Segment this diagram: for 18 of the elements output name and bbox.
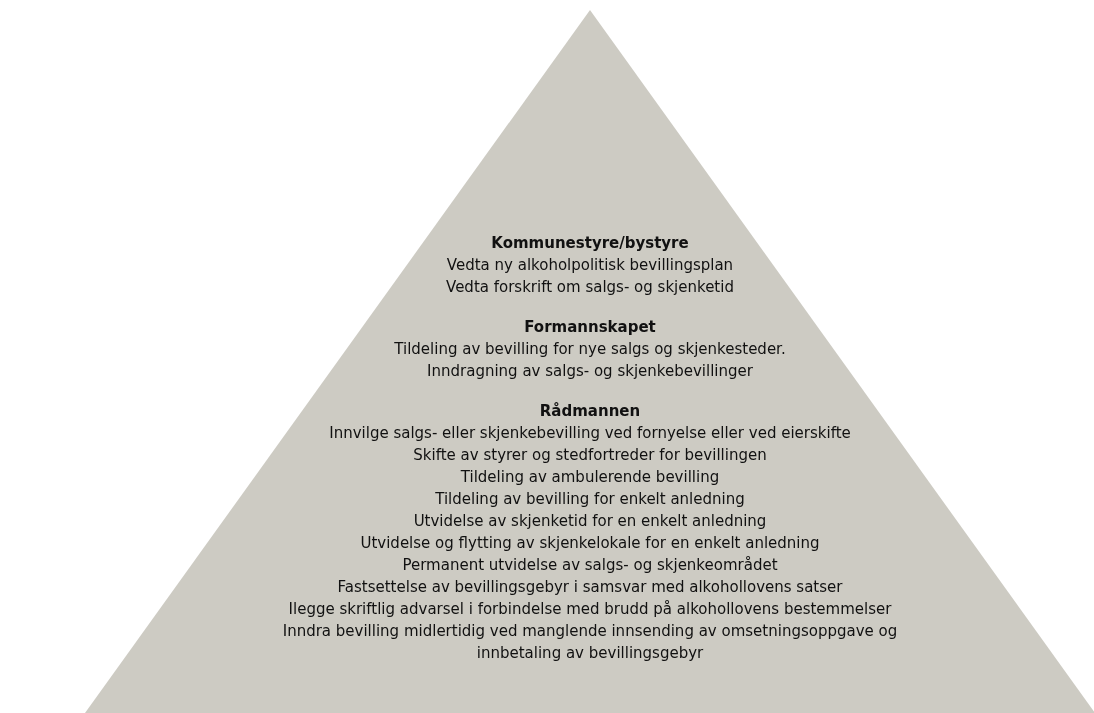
level-heading: Rådmannen bbox=[539, 401, 641, 422]
responsibility-item: Tildeling av ambulerende bevilling bbox=[460, 467, 720, 488]
responsibility-item: Vedta ny alkoholpolitisk bevillingsplan bbox=[446, 255, 734, 276]
responsibility-item: Tildeling av bevilling for enkelt anledning bbox=[435, 489, 745, 510]
responsibility-item: Innvilge salgs- eller skjenkebevilling ved fornyelse eller ved eierskifte bbox=[329, 423, 851, 444]
responsibility-item: Fastsettelse av bevillingsgebyr i samsvar med alkohollovens satser bbox=[337, 577, 843, 598]
level-heading: Kommunestyre/bystyre bbox=[491, 233, 689, 254]
responsibility-item: Utvidelse av skjenketid for en enkelt anledning bbox=[413, 511, 767, 532]
responsibility-item: Inndragning av salgs- og skjenkebevillinger bbox=[427, 361, 753, 382]
responsibility-item: Skifte av styrer og stedfortreder for bevillingen bbox=[413, 445, 767, 466]
responsibility-item: Utvidelse og flytting av skjenkelokale for en enkelt anledning bbox=[360, 533, 820, 554]
responsibility-item: Vedta forskrift om salgs- og skjenketid bbox=[446, 277, 734, 298]
level-heading: Formannskapet bbox=[524, 317, 656, 338]
pyramid bbox=[85, 10, 1094, 713]
responsibility-item: Inndra bevilling midlertidig ved manglende innsending av omsetningsoppgave og innbetaling av bevillingsgebyr bbox=[281, 621, 899, 664]
responsibility-item: Ilegge skriftlig advarsel i forbindelse med brudd på alkohollovens bestemmelser bbox=[288, 599, 892, 620]
responsibility-item: Permanent utvidelse av salgs- og skjenkeområdet bbox=[402, 555, 778, 576]
responsibility-item: Tildeling av bevilling for nye salgs og skjenkesteder. bbox=[394, 339, 786, 360]
